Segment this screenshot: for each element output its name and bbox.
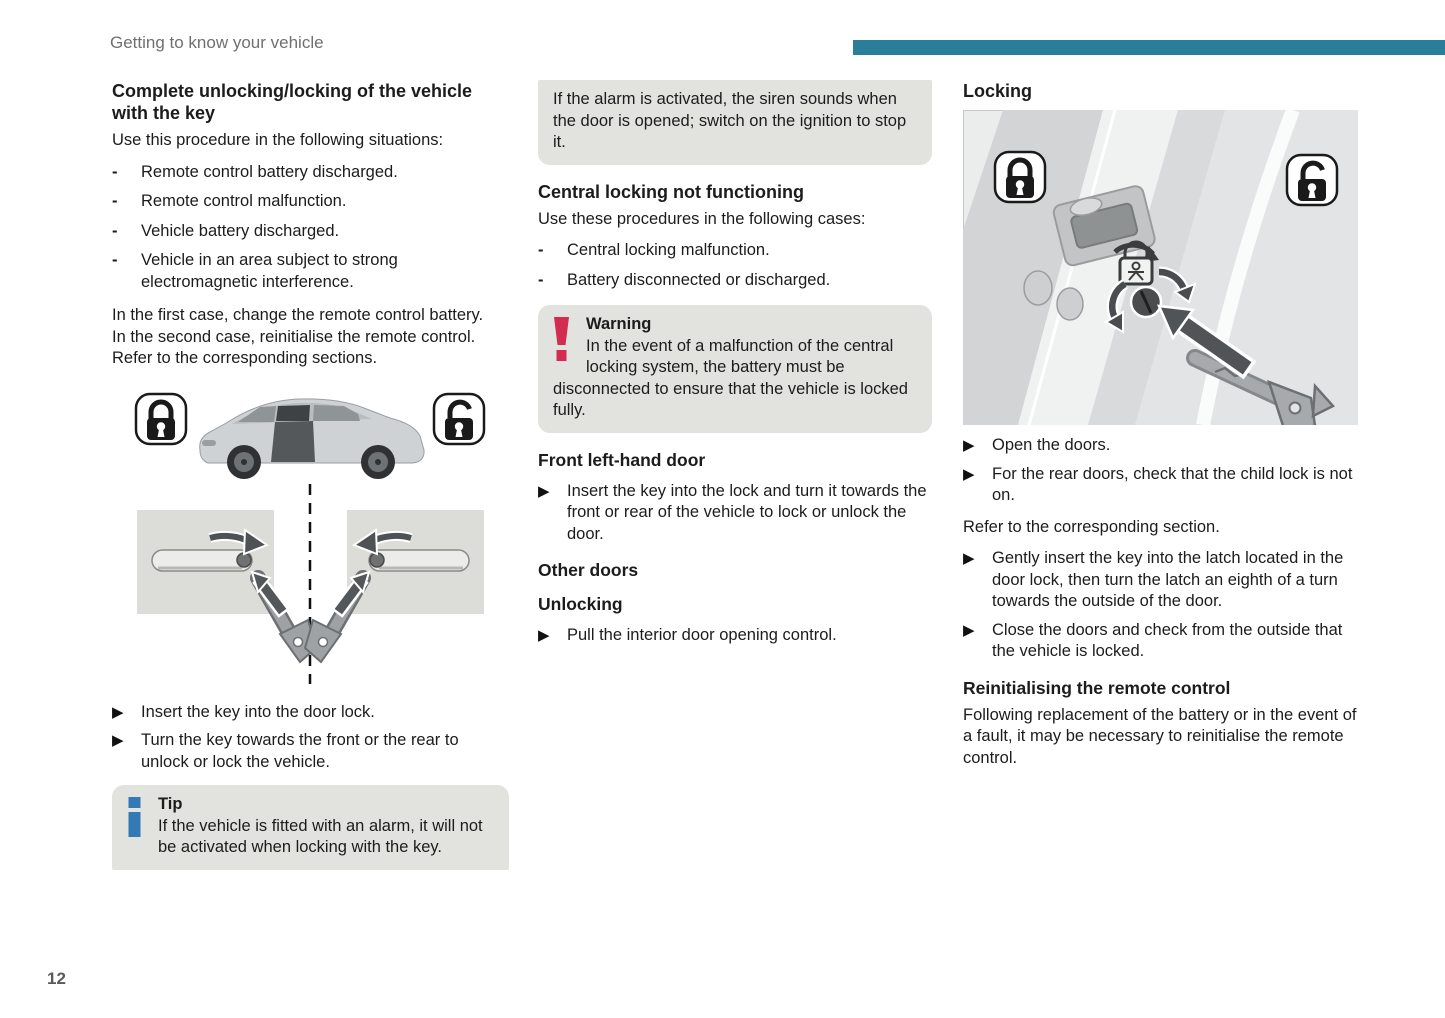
step-list: ▶ Insert the key into the lock and turn … [538, 481, 932, 546]
step-item: ▶ For the rear doors, check that the chi… [963, 464, 1358, 507]
step-arrow-icon: ▶ [963, 620, 975, 639]
step-text: Turn the key towards the front or the re… [141, 731, 459, 771]
insert-key-arrow [1156, 304, 1257, 380]
situation-list: - Remote control battery discharged. - R… [112, 162, 509, 294]
paragraph: In the first case, change the remote con… [112, 306, 484, 324]
open-padlock-icon [1287, 155, 1337, 205]
dash-icon: - [112, 221, 118, 240]
step-list: ▶ Pull the interior door opening control… [538, 625, 932, 647]
list-item: - Vehicle battery discharged. [112, 221, 509, 243]
column-right: Locking [963, 80, 1358, 769]
step-arrow-icon: ▶ [963, 549, 975, 567]
door-handle-unlock-panel [305, 510, 484, 662]
list-item-text: Vehicle in an area subject to strong ele… [141, 251, 398, 291]
closed-padlock-icon [136, 394, 186, 444]
key [1186, 349, 1336, 425]
sub-heading: Unlocking [538, 594, 623, 614]
column-left: Complete unlocking/locking of the vehicl… [112, 80, 509, 870]
step-text: Open the doors. [992, 436, 1111, 454]
page-header-title: Getting to know your vehicle [110, 33, 324, 52]
open-padlock-icon [434, 394, 484, 444]
alarm-note-text: If the alarm is activated, the siren sou… [553, 90, 907, 151]
child-lock-icon [1113, 240, 1159, 286]
step-text: Insert the key into the door lock. [141, 702, 375, 721]
warning-box: Warning In the event of a malfunction of… [538, 305, 932, 433]
step-text: Gently insert the key into the latch loc… [992, 549, 1344, 610]
tip-box: Tip If the vehicle is fitted with an ala… [112, 785, 509, 870]
step-arrow-icon: ▶ [963, 436, 975, 454]
paragraph: Refer to the corresponding sections. [112, 349, 378, 367]
key-locking-illustration [112, 382, 509, 684]
warning-text: In the event of a malfunction of the cen… [553, 336, 908, 420]
latch-turn-arrows [1104, 266, 1197, 334]
list-item: - Remote control malfunction. [112, 191, 509, 213]
section-heading: Complete unlocking/locking of the vehicl… [112, 81, 473, 123]
step-text: Pull the interior door opening control. [567, 626, 837, 644]
car-side-view [199, 397, 425, 479]
step-arrow-icon: ▶ [112, 731, 124, 749]
step-item: ▶ Pull the interior door opening control… [538, 625, 932, 647]
dash-icon: - [112, 251, 118, 269]
tip-title: Tip [158, 795, 183, 813]
case-list: - Central locking malfunction. - Battery… [538, 240, 932, 291]
exclamation-icon [554, 317, 569, 361]
step-item: ▶ Open the doors. [963, 435, 1358, 457]
section-heading: Central locking not functioning [538, 181, 804, 202]
list-item: - Battery disconnected or discharged. [538, 270, 932, 292]
paragraph-block: In the first case, change the remote con… [112, 305, 509, 370]
step-text: Close the doors and check from the outsi… [992, 620, 1343, 661]
step-list: ▶ Gently insert the key into the latch l… [963, 548, 1358, 663]
sub-heading: Reinitialising the remote control [963, 677, 1231, 698]
warning-title: Warning [586, 315, 652, 333]
page-number: 12 [47, 969, 66, 988]
closed-padlock-icon [995, 152, 1045, 202]
tip-text: If the vehicle is fitted with an alarm, … [158, 816, 483, 857]
step-item: ▶ Turn the key towards the front or the … [112, 730, 509, 773]
sub-heading: Other doors [538, 560, 639, 580]
step-item: ▶ Close the doors and check from the out… [963, 620, 1358, 663]
step-item: ▶ Insert the key into the lock and turn … [538, 481, 932, 546]
door-handle-lock-panel [137, 510, 316, 662]
alarm-note-box: If the alarm is activated, the siren sou… [538, 80, 932, 165]
list-item: - Vehicle in an area subject to strong e… [112, 250, 509, 293]
step-item: ▶ Insert the key into the door lock. [112, 702, 509, 724]
list-item: - Central locking malfunction. [538, 240, 932, 262]
list-item-text: Remote control malfunction. [141, 192, 347, 210]
step-list: ▶ Open the doors. ▶ For the rear doors, … [963, 435, 1358, 507]
step-text: Insert the key into the lock and turn it… [567, 481, 927, 543]
step-arrow-icon: ▶ [538, 626, 550, 644]
paragraph: In the second case, reinitialise the rem… [112, 327, 476, 346]
dash-icon: - [112, 192, 118, 210]
intro-text: Use this procedure in the following situ… [112, 131, 444, 149]
section-heading: Locking [963, 81, 1033, 101]
door-latch-illustration [963, 110, 1358, 425]
list-item-text: Remote control battery discharged. [141, 162, 398, 181]
sub-heading: Front left-hand door [538, 449, 706, 470]
list-item: - Remote control battery discharged. [112, 162, 509, 184]
step-list: ▶ Insert the key into the door lock. ▶ T… [112, 702, 509, 774]
header-accent-bar [853, 40, 1445, 55]
intro-text: Use these procedures in the following ca… [538, 209, 866, 228]
step-item: ▶ Gently insert the key into the latch l… [963, 548, 1358, 613]
info-i-icon [128, 797, 141, 837]
dash-icon: - [538, 241, 544, 259]
list-item-text: Vehicle battery discharged. [141, 221, 340, 240]
dash-icon: - [538, 270, 544, 289]
list-item-text: Central locking malfunction. [567, 241, 770, 259]
step-arrow-icon: ▶ [963, 464, 975, 483]
paragraph: Following replacement of the battery or … [963, 705, 1357, 767]
dash-icon: - [112, 162, 118, 181]
step-text: For the rear doors, check that the child… [992, 464, 1353, 505]
paragraph: Refer to the corresponding section. [963, 517, 1220, 536]
step-arrow-icon: ▶ [112, 702, 124, 721]
column-middle: If the alarm is activated, the siren sou… [538, 80, 932, 654]
step-arrow-icon: ▶ [538, 481, 550, 500]
list-item-text: Battery disconnected or discharged. [567, 270, 831, 289]
